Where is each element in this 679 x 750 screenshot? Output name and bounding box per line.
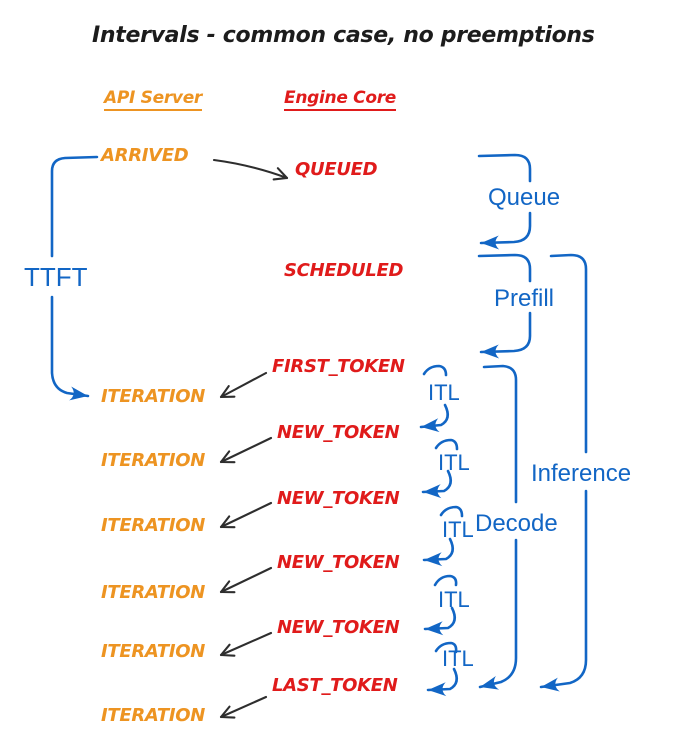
itl-bracket-2 [421, 438, 459, 499]
diagram-title: Intervals - common case, no preemptions [92, 23, 595, 48]
event-iteration-3: ITERATION [101, 515, 205, 536]
event-scheduled: SCHEDULED [284, 260, 404, 281]
interval-label-decode: Decode [475, 510, 558, 537]
event-new-token-3: NEW_TOKEN [277, 552, 400, 573]
event-new-token-4: NEW_TOKEN [277, 617, 400, 638]
event-queued: QUEUED [295, 159, 378, 180]
interval-label-itl-1: ITL [428, 380, 460, 405]
interval-label-prefill: Prefill [494, 285, 555, 312]
ttft-bracket [50, 155, 99, 401]
event-iteration-4: ITERATION [101, 582, 205, 603]
arrow-new-token-4-to-iteration [219, 631, 273, 657]
arrow-new-token-3-to-iteration [219, 566, 273, 594]
arrow-last-token-to-iteration [219, 695, 268, 719]
arrow-arrived-to-queued [212, 158, 289, 181]
event-new-token-2: NEW_TOKEN [277, 488, 400, 509]
inference-bracket [539, 253, 588, 692]
interval-label-itl-2: ITL [438, 450, 470, 475]
interval-label-itl-3: ITL [442, 517, 474, 542]
itl-bracket-4 [423, 574, 458, 636]
interval-label-inference: Inference [531, 460, 632, 487]
itl-bracket-1 [419, 364, 450, 433]
interval-label-itl-4: ITL [438, 587, 470, 612]
interval-label-ttft: TTFT [24, 262, 88, 292]
event-first-token: FIRST_TOKEN [272, 356, 405, 377]
decode-bracket [478, 364, 518, 690]
arrow-new-token-1-to-iteration [219, 436, 273, 464]
queue-bracket [477, 153, 532, 250]
column-header-api-server: API Server [104, 89, 202, 111]
interval-label-queue: Queue [488, 184, 561, 211]
event-last-token: LAST_TOKEN [272, 675, 398, 696]
event-iteration-5: ITERATION [101, 641, 205, 662]
interval-label-itl-5: ITL [442, 646, 474, 671]
event-new-token-1: NEW_TOKEN [277, 422, 400, 443]
itl-bracket-5 [426, 641, 459, 697]
event-iteration-6: ITERATION [101, 705, 205, 726]
event-iteration-1: ITERATION [101, 386, 205, 407]
itl-bracket-3 [422, 505, 464, 567]
arrow-first-token-to-iteration [219, 371, 268, 399]
prefill-bracket [477, 253, 532, 359]
arrow-new-token-2-to-iteration [219, 501, 273, 529]
column-header-engine-core: Engine Core [284, 89, 396, 111]
event-iteration-2: ITERATION [101, 450, 205, 471]
event-arrived: ARRIVED [101, 145, 189, 166]
